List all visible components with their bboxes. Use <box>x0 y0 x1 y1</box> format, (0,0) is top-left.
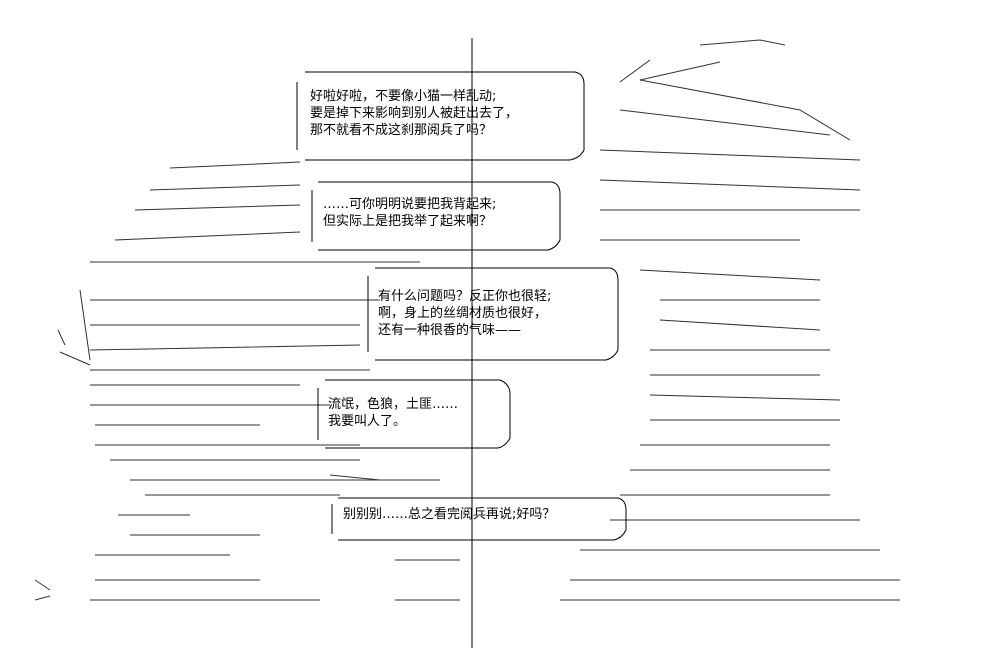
bubble-outline-3 <box>375 267 619 361</box>
bubble-4-line-2: 我要叫人了。 <box>328 414 407 429</box>
bubble-outline-2 <box>318 181 561 251</box>
bubble-3-line-2: 啊，身上的丝绸材质也很好， <box>378 306 548 321</box>
bubble-4-line-1: 流氓，色狼，土匪…… <box>328 397 459 412</box>
bubble-2-line-1: ……可你明明说要把我背起来; <box>323 197 497 212</box>
bubble-outline-4 <box>325 379 511 449</box>
bubble-2-line-2: 但实际上是把我举了起来啊？ <box>323 214 493 229</box>
speech-bubble-5: 别别别……总之看完阅兵再说;好吗？ <box>335 504 623 536</box>
bubble-3-line-1: 有什么问题吗？反正你也很轻; <box>378 289 552 304</box>
bubble-1-line-2: 要是掉下来影响到别人被赶出去了， <box>310 106 519 121</box>
bubble-3-line-3: 还有一种很香的气味—— <box>378 323 522 338</box>
bubble-outline-5 <box>338 497 627 541</box>
bubble-5-line-1: 别别别……总之看完阅兵再说;好吗？ <box>343 507 556 522</box>
bubble-1-line-3: 那不就看不成这刹那阅兵了吗？ <box>310 123 493 138</box>
bubble-1-line-1: 好啦好啦，不要像小猫一样乱动; <box>310 89 497 104</box>
speech-bubble-4: 流氓，色狼，土匪…… 我要叫人了。 <box>320 394 506 444</box>
left-figure-outline <box>34 161 460 601</box>
bubble-outline-1 <box>305 71 585 161</box>
speech-bubble-2: ……可你明明说要把我背起来; 但实际上是把我举了起来啊？ <box>315 194 555 246</box>
speech-bubble-3: 有什么问题吗？反正你也很轻; 啊，身上的丝绸材质也很好， 还有一种很香的气味—— <box>370 286 616 356</box>
speech-bubble-1: 好啦好啦，不要像小猫一样乱动; 要是掉下来影响到别人被赶出去了， 那不就看不成这… <box>300 86 584 158</box>
right-figure-outline <box>560 39 900 601</box>
